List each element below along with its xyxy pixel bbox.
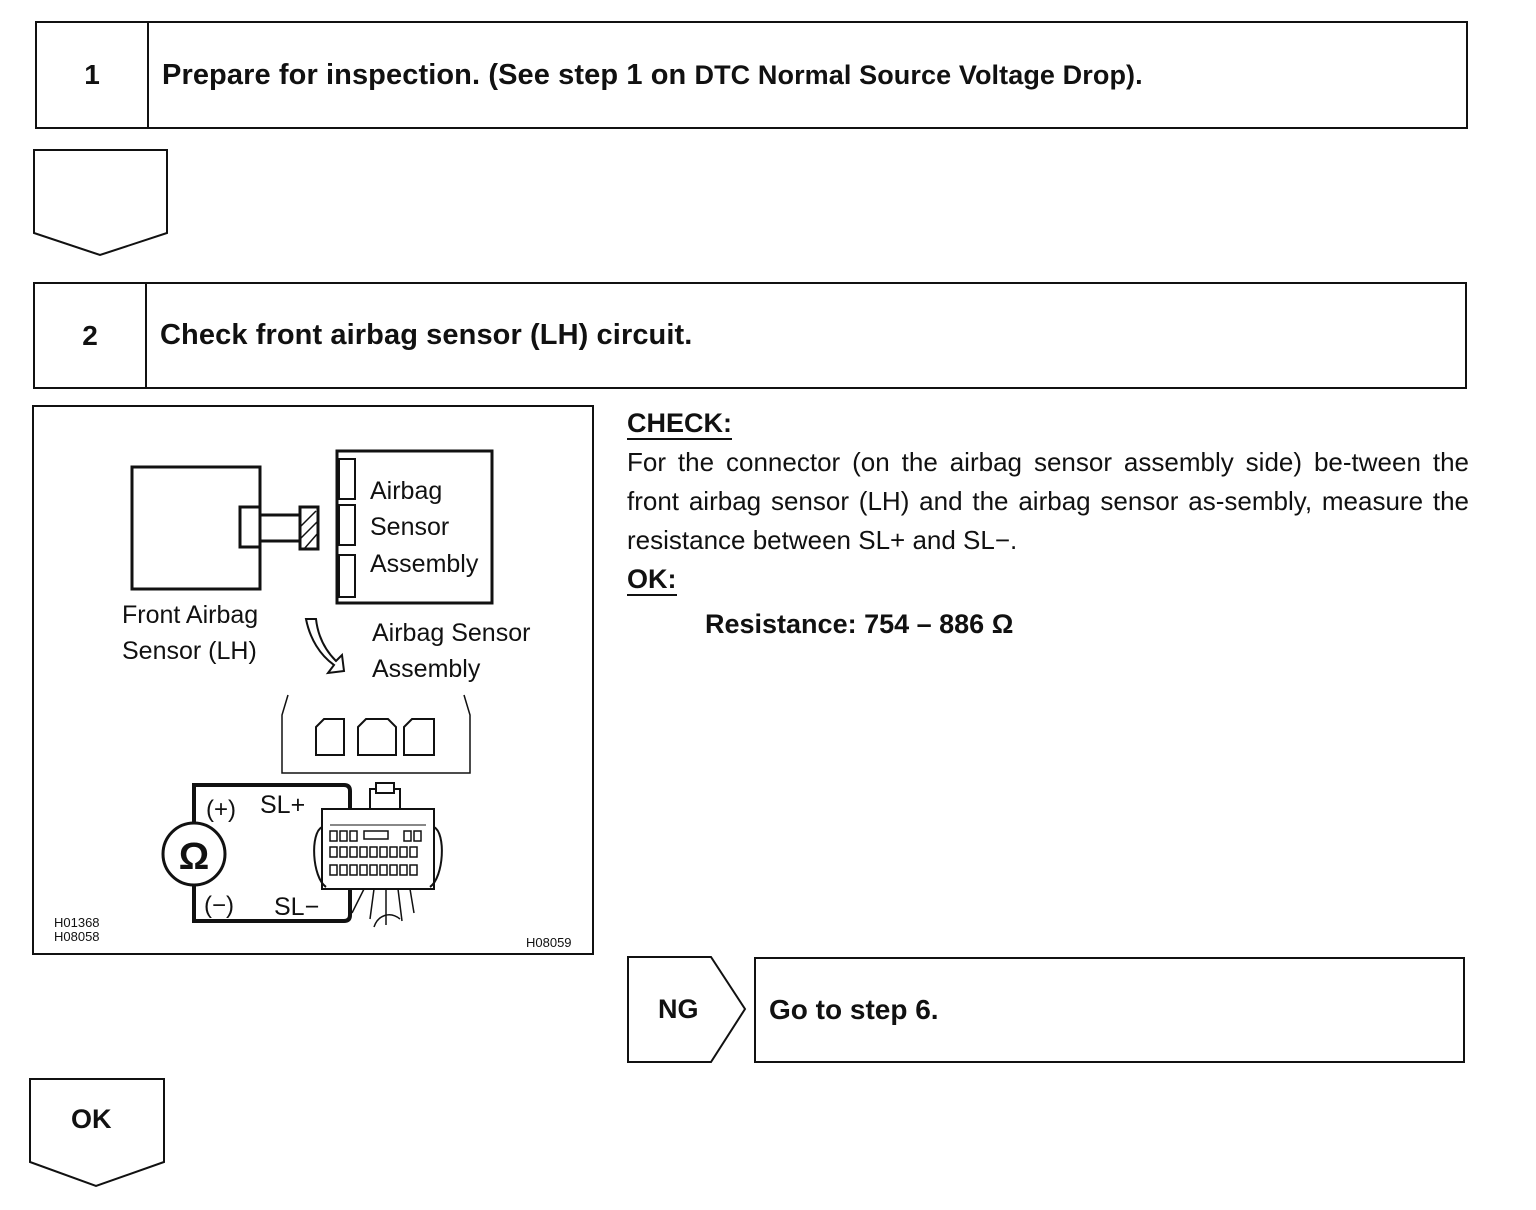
sensor-plug	[238, 505, 262, 549]
resistance-spec: Resistance: 754 – 886 Ω	[705, 609, 1014, 639]
assembly-box	[335, 449, 494, 605]
ok-arrow	[29, 1078, 165, 1188]
figure-code-1: H01368	[54, 915, 100, 930]
minus-label: (−)	[204, 892, 234, 919]
front-sensor-label-line1: Front Airbag	[122, 601, 258, 629]
check-text: For the connector (on the airbag sensor …	[627, 447, 1469, 555]
assembly-side-label-line2: Assembly	[372, 655, 481, 683]
sl-plus-label: SL+	[260, 791, 305, 819]
front-sensor-label-line2: Sensor (LH)	[122, 637, 257, 665]
wiring-diagram: Airbag Sensor Assembly Front Airbag Sens…	[54, 449, 572, 950]
ng-action-box: Go to step 6.	[754, 957, 1465, 1063]
step-1-title-bold: Prepare for inspection. (See step 1 on	[162, 58, 695, 91]
figure-code-3: H08059	[526, 935, 572, 950]
figure-code-2: H08058	[54, 929, 100, 944]
connector-housing	[281, 694, 471, 774]
flow-arrow-1	[33, 149, 168, 257]
ok-heading: OK:	[627, 564, 677, 596]
assembly-label-line2: Sensor	[370, 513, 449, 541]
harness-connector	[313, 782, 443, 928]
check-heading: CHECK:	[627, 408, 732, 440]
ng-label: NG	[658, 994, 699, 1024]
assembly-label-line3: Assembly	[370, 550, 479, 578]
step-1-title: Prepare for inspection. (See step 1 on D…	[149, 59, 1143, 92]
sl-minus-label: SL−	[274, 893, 319, 921]
wiring-figure: Airbag Sensor Assembly Front Airbag Sens…	[32, 405, 594, 955]
step-1-box: 1 Prepare for inspection. (See step 1 on…	[35, 21, 1468, 129]
step-1-number: 1	[37, 23, 149, 127]
plus-label: (+)	[206, 796, 236, 823]
ohm-symbol: Ω	[179, 836, 209, 878]
step-1-title-rest: DTC Normal Source Voltage Drop).	[694, 59, 1143, 90]
step-2-number: 2	[35, 284, 147, 387]
ok-label: OK	[71, 1104, 112, 1134]
curved-arrow-icon	[304, 618, 346, 675]
ng-arrow	[627, 956, 747, 1063]
ng-action-text: Go to step 6.	[769, 994, 939, 1025]
assembly-label-line1: Airbag	[370, 477, 442, 505]
assembly-side-label-line1: Airbag Sensor	[372, 619, 530, 647]
check-section: CHECK: For the connector (on the airbag …	[627, 404, 1469, 644]
step-2-box: 2 Check front airbag sensor (LH) circuit…	[33, 282, 1467, 389]
step-2-title: Check front airbag sensor (LH) circuit.	[160, 319, 693, 351]
